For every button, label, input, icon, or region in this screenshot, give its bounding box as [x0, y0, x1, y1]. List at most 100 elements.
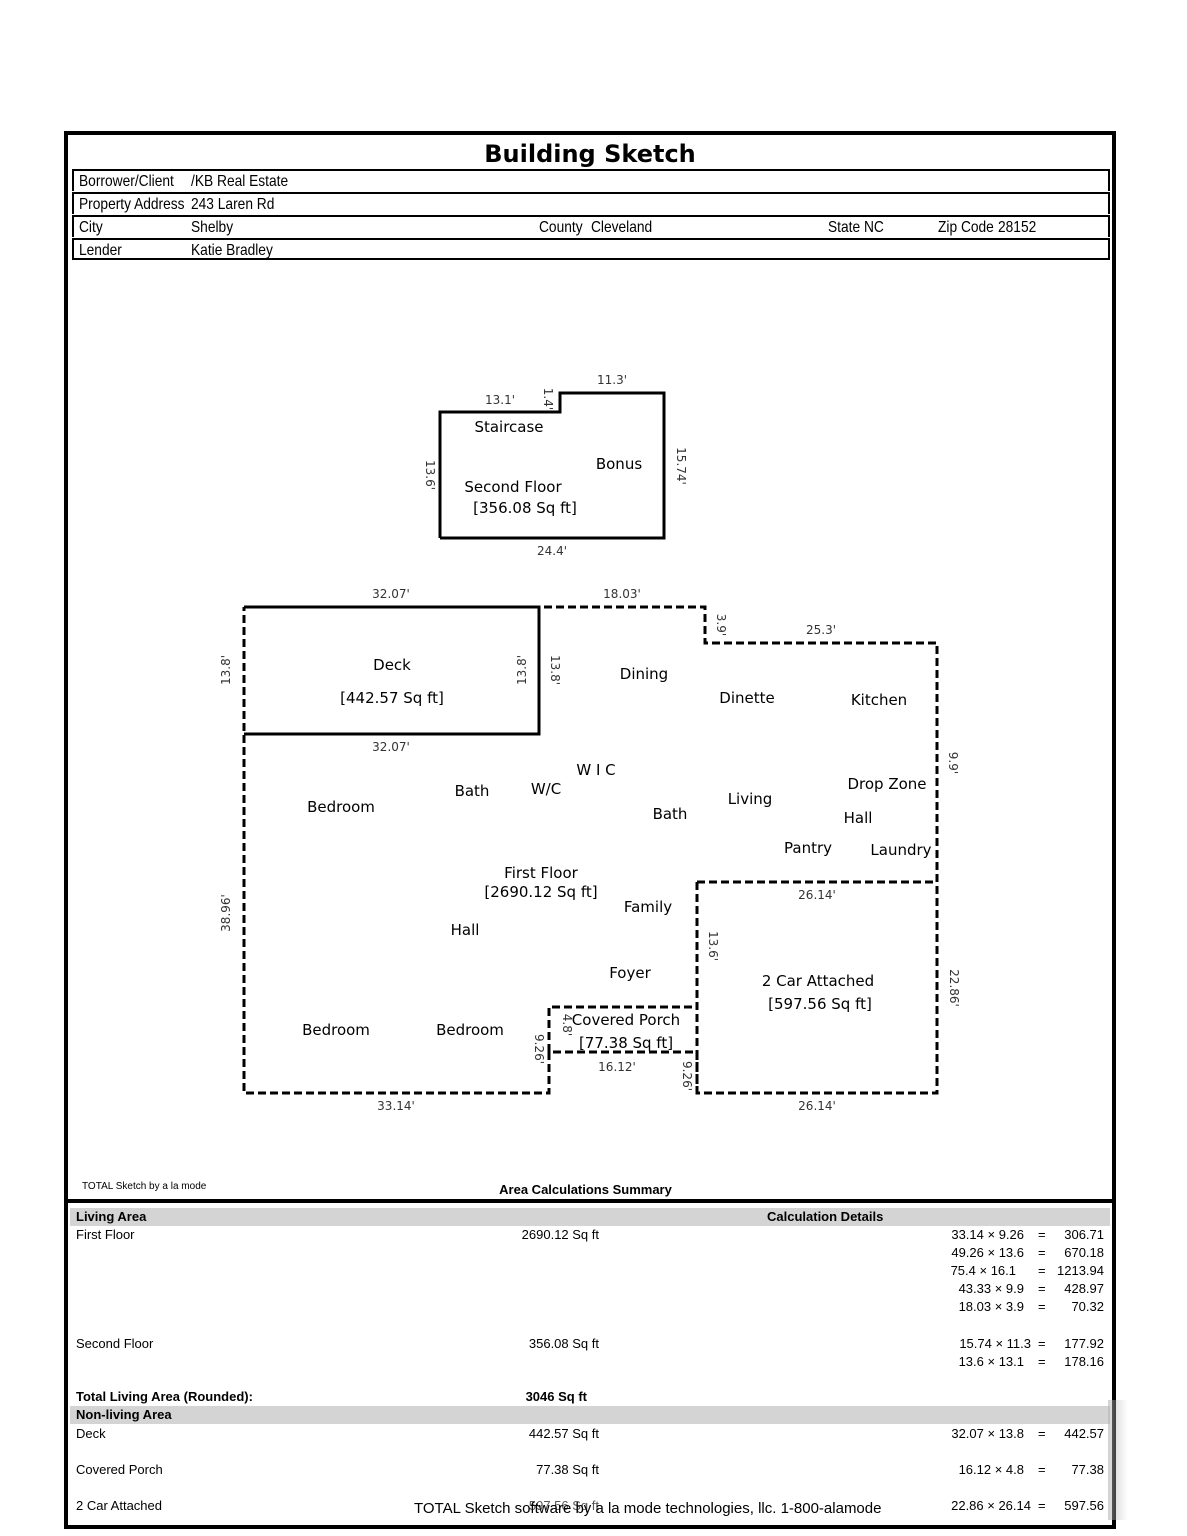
address-label: Property Address [79, 196, 185, 213]
area-label: Deck [76, 1426, 106, 1441]
nonliving-band [70, 1406, 1110, 1424]
dim-label: 26.14' [798, 888, 836, 902]
second-floor-area: [356.08 Sq ft] [473, 499, 577, 517]
lender-value: Katie Bradley [191, 242, 273, 259]
room-label-wic: W I C [576, 761, 615, 779]
room-label-hall: Hall [844, 809, 873, 827]
calc-eq: = [1038, 1281, 1046, 1296]
room-label-wc: W/C [531, 780, 561, 798]
calc-expr: 18.03 × 3.9 [958, 1299, 1024, 1314]
area-label: Second Floor [76, 1336, 154, 1351]
calc-eq: = [1038, 1227, 1046, 1242]
dim-label: 22.86' [947, 969, 961, 1007]
total-value: 3046 Sq ft [525, 1389, 587, 1404]
deck-name: Deck [373, 656, 411, 674]
calc-val: 428.97 [1064, 1281, 1104, 1296]
area-label: First Floor [76, 1227, 135, 1242]
header-row-lender: Lender Katie Bradley [72, 238, 1110, 260]
calc-val: 70.32 [1071, 1299, 1104, 1314]
room-label-bath: Bath [455, 782, 490, 800]
dim-label: 13.6' [423, 460, 437, 490]
dim-label: 32.07' [372, 587, 410, 601]
calc-expr: 16.12 × 4.8 [958, 1462, 1024, 1477]
calc-details-header: Calculation Details [767, 1209, 884, 1224]
room-label-bedroom: Bedroom [436, 1021, 504, 1039]
calc-val: 442.57 [1064, 1426, 1104, 1441]
area-value: 77.38 Sq ft [536, 1462, 599, 1477]
calc-val: 670.18 [1064, 1245, 1104, 1260]
dim-label: 13.6' [706, 931, 720, 961]
calc-expr: 22.86 × 26.14 [951, 1498, 1031, 1513]
dim-label: 1.4' [541, 388, 555, 410]
address-value: 243 Laren Rd [191, 196, 275, 213]
room-label-kitchen: Kitchen [851, 691, 907, 709]
area-value: 2690.12 Sq ft [521, 1227, 599, 1242]
room-label-bedroom: Bedroom [307, 798, 375, 816]
dim-label: 15.74' [674, 447, 688, 485]
dim-label: 25.3' [806, 623, 836, 637]
calc-eq: = [1038, 1245, 1046, 1260]
calc-eq: = [1038, 1336, 1046, 1351]
first-floor-name: First Floor [504, 864, 578, 882]
dim-label: 13.8' [515, 655, 529, 685]
county-label: County [539, 219, 583, 236]
dim-label: 13.1' [485, 393, 515, 407]
second-floor-name: Second Floor [464, 478, 562, 496]
dim-label: 38.96' [219, 894, 233, 932]
lender-label: Lender [79, 242, 122, 259]
calc-eq: = [1038, 1426, 1046, 1441]
total-label: Total Living Area (Rounded): [76, 1389, 253, 1404]
edge-artifact [1108, 1400, 1128, 1520]
area-label: 2 Car Attached [76, 1498, 162, 1513]
calc-expr: 49.26 × 13.6 [951, 1245, 1024, 1260]
calc-expr: 15.74 × 11.3 [959, 1336, 1031, 1351]
borrower-value: /KB Real Estate [191, 173, 289, 190]
dim-label: 16.12' [598, 1060, 636, 1074]
porch-outline [547, 1005, 697, 1052]
porch-area: [77.38 Sq ft] [579, 1034, 673, 1052]
county-value: Cleveland [591, 219, 653, 236]
room-label-bedroom: Bedroom [302, 1021, 370, 1039]
dim-label: 26.14' [798, 1099, 836, 1113]
area-label: Covered Porch [76, 1462, 163, 1477]
software-footer: TOTAL Sketch software by a la mode techn… [414, 1500, 882, 1517]
room-label-family: Family [624, 898, 672, 916]
dim-label: 32.07' [372, 740, 410, 754]
floor-plan-sketch: 13.1' 1.4' 11.3' 15.74' 13.6' 24.4' Stai… [219, 373, 961, 1113]
nonliving-header: Non-living Area [76, 1407, 172, 1422]
zip-value: 28152 [998, 219, 1037, 236]
header-row-borrower: Borrower/Client /KB Real Estate [72, 169, 1110, 191]
summary-divider [68, 1199, 1112, 1203]
calc-eq: = [1038, 1299, 1046, 1314]
room-label-foyer: Foyer [609, 964, 651, 982]
city-label: City [79, 219, 103, 236]
state-label: State [828, 219, 861, 236]
living-area-band [70, 1208, 1110, 1226]
room-label-hall: Hall [451, 921, 480, 939]
calc-val: 597.56 [1064, 1498, 1104, 1513]
calc-expr: 75.4 × 16.1 [950, 1263, 1016, 1278]
area-value: 356.08 Sq ft [528, 1336, 599, 1351]
dim-label: 18.03' [603, 587, 641, 601]
page-title: Building Sketch [484, 140, 696, 168]
report-frame: Building Sketch Borrower/Client /KB Real… [64, 131, 1116, 1529]
calc-val: 1213.94 [1057, 1263, 1104, 1278]
summary-title: Area Calculations Summary [499, 1182, 672, 1197]
second-floor-outline [438, 391, 666, 540]
city-value: Shelby [191, 219, 234, 236]
room-label-dinette: Dinette [719, 689, 774, 707]
calc-eq: = [1038, 1498, 1046, 1513]
zip-label: Zip Code [938, 219, 994, 236]
area-value: 442.57 Sq ft [528, 1426, 599, 1441]
dim-label: 24.4' [537, 544, 567, 558]
room-label-dining: Dining [620, 665, 668, 683]
dim-label: 13.8' [219, 655, 233, 685]
state-value: NC [864, 219, 884, 236]
deck-area: [442.57 Sq ft] [340, 689, 444, 707]
dim-label: 13.8' [548, 655, 562, 685]
living-area-header: Living Area [76, 1209, 147, 1224]
calc-expr: 33.14 × 9.26 [951, 1227, 1024, 1242]
dim-label: 9.26' [680, 1061, 694, 1091]
garage-area: [597.56 Sq ft] [768, 995, 872, 1013]
first-floor-area: [2690.12 Sq ft] [484, 883, 597, 901]
